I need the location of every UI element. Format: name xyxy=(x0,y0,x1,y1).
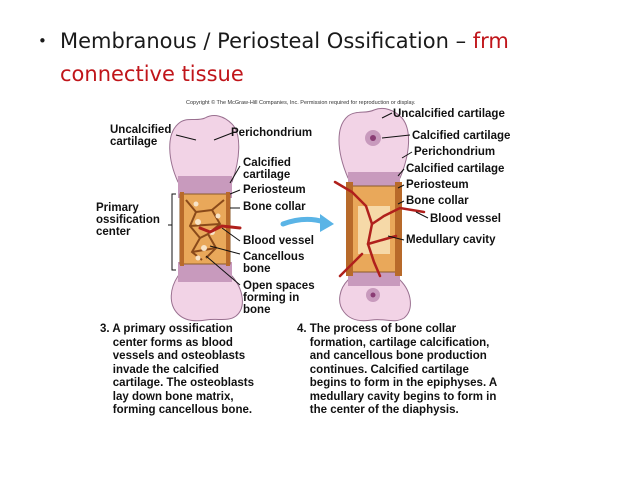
label-perichondrium-left: Perichondrium xyxy=(231,127,313,139)
label-medullary-cavity: Medullary cavity xyxy=(406,234,496,246)
right-bone-collar-l xyxy=(346,182,353,276)
progress-arrow xyxy=(280,214,334,232)
left-leader-lines xyxy=(168,132,241,286)
label-uncalcified-cartilage-left: Uncalcified cartilage xyxy=(110,124,172,148)
label-periosteum-left: Periosteum xyxy=(243,184,306,196)
left-calcified-top xyxy=(178,176,232,198)
left-bone-collar-l xyxy=(180,192,184,266)
right-medullary-cavity xyxy=(358,206,390,254)
label-blood-vessel-left: Blood vessel xyxy=(243,235,314,247)
left-top-epiphysis xyxy=(169,115,240,183)
label-open-spaces: Open spaces forming in bone xyxy=(243,280,315,316)
caption-step-3: 3. A primary ossification center forms a… xyxy=(100,323,255,416)
caption-step-4: 4. The process of bone collar formation,… xyxy=(297,323,498,416)
right-bone-collar-r xyxy=(395,182,402,276)
label-primary-ossification-center: Primary ossification center xyxy=(96,202,160,238)
left-blood-vessel xyxy=(198,224,242,234)
label-periosteum-right: Periosteum xyxy=(406,179,469,191)
label-perichondrium-right: Perichondrium xyxy=(414,146,496,158)
label-bone-collar-left: Bone collar xyxy=(243,201,306,213)
left-bone-collar-r xyxy=(226,192,230,266)
label-cancellous-bone: Cancellous bone xyxy=(243,251,305,275)
title-line-1: Membranous / Periosteal Ossification – f… xyxy=(60,26,509,56)
label-bone-collar-right: Bone collar xyxy=(406,195,469,207)
copyright-notice: Copyright © The McGraw-Hill Companies, I… xyxy=(186,100,416,106)
right-calcified-bottom xyxy=(348,270,400,286)
title-main: Membranous / Periosteal Ossification – xyxy=(60,29,473,53)
right-leader-lines xyxy=(381,112,429,241)
right-bone xyxy=(333,107,429,322)
left-calcified-bottom xyxy=(178,262,232,282)
left-bone xyxy=(168,115,243,322)
title-red-text: frm xyxy=(472,29,509,53)
label-calcified-cartilage-right: Calcified cartilage xyxy=(406,163,505,175)
bullet-icon: • xyxy=(38,32,47,50)
label-blood-vessel-right: Blood vessel xyxy=(430,213,501,225)
label-uncalcified-cartilage-right: Uncalcified cartilage xyxy=(393,108,505,120)
left-bottom-epiphysis xyxy=(170,275,243,322)
title-line-2: connective tissue xyxy=(60,62,244,86)
label-calcified-cartilage-top-right: Calcified cartilage xyxy=(412,130,511,142)
label-calcified-cartilage-left: Calcified cartilage xyxy=(243,157,291,181)
